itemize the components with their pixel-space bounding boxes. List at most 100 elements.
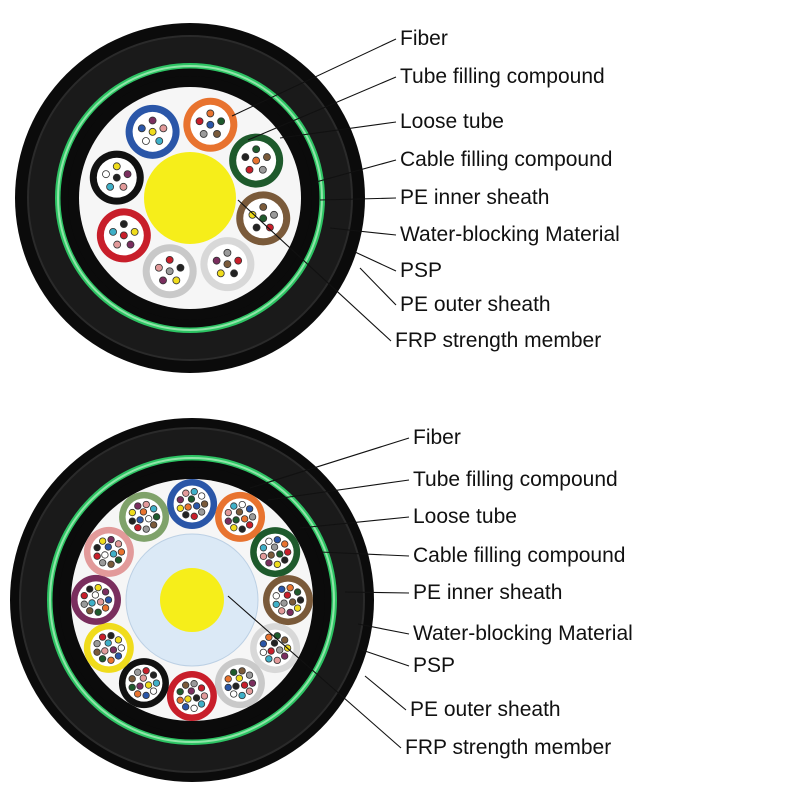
water-blocking-highlight: [57, 65, 323, 331]
loose-tube-blue: [167, 479, 218, 529]
fiber: [152, 513, 161, 521]
fiber: [198, 492, 206, 500]
fiber: [193, 502, 201, 510]
leader-line: [357, 623, 410, 635]
label-psp: PSP: [400, 259, 442, 282]
fiber: [107, 656, 115, 664]
fiber: [107, 560, 115, 568]
fiber: [273, 536, 281, 544]
fiber: [109, 550, 118, 558]
label-cable-filling-compound: Cable filling compound: [400, 148, 612, 171]
fiber: [148, 127, 157, 136]
fiber: [119, 182, 128, 191]
fiber: [101, 604, 110, 612]
fiber: [235, 674, 243, 682]
fiber: [119, 220, 128, 228]
fiber: [176, 696, 184, 704]
fiber: [98, 559, 107, 567]
fiber: [155, 137, 164, 145]
fiber: [134, 690, 142, 698]
fiber: [272, 592, 280, 600]
leader-line: [227, 595, 402, 749]
fiber: [281, 556, 289, 564]
loose-tube-white: [142, 244, 197, 299]
fiber: [134, 502, 142, 510]
label-pe-outer-sheath: PE outer sheath: [400, 293, 551, 316]
label-loose-tube: Loose tube: [400, 110, 504, 133]
fiber: [281, 652, 289, 660]
water-blocking-highlight: [49, 457, 335, 743]
fiber: [276, 550, 284, 558]
fiber: [206, 120, 215, 129]
fiber: [98, 537, 107, 545]
fiber: [252, 223, 261, 232]
fiber: [212, 256, 221, 265]
fiber: [159, 124, 168, 133]
label-pe-outer-sheath: PE outer sheath: [410, 698, 561, 721]
fiber: [276, 646, 284, 654]
fiber: [86, 585, 94, 593]
fiber: [94, 608, 102, 616]
fiber: [184, 503, 192, 511]
fiber: [248, 210, 257, 219]
label-fiber: Fiber: [413, 426, 461, 449]
fiber: [128, 683, 136, 692]
leader-line: [359, 267, 397, 306]
fiber: [182, 681, 190, 689]
fiber: [230, 690, 238, 698]
label-frp-strength-member: FRP strength member: [395, 329, 601, 352]
fiber: [176, 688, 184, 696]
fiber: [149, 671, 158, 679]
fiber: [259, 648, 268, 656]
fiber: [224, 683, 232, 692]
fiber: [273, 632, 281, 640]
fiber: [224, 517, 232, 525]
label-pe-inner-sheath: PE inner sheath: [413, 581, 562, 604]
leader-line: [319, 551, 410, 557]
fiber: [263, 153, 271, 161]
fiber: [187, 495, 196, 503]
fiber: [144, 681, 153, 689]
fiber: [128, 508, 136, 517]
fiber: [109, 227, 117, 236]
fiber: [101, 647, 109, 655]
fiber: [134, 668, 142, 676]
fiber: [142, 691, 150, 700]
fiber: [128, 675, 136, 683]
loose-tube-slate: [250, 623, 301, 674]
fiber: [217, 117, 226, 126]
leader-line: [344, 591, 410, 594]
loose-tube-black: [118, 658, 169, 709]
fiber: [149, 505, 158, 513]
fiber: [248, 679, 257, 687]
fiber: [234, 256, 243, 265]
fiber: [230, 524, 238, 532]
fiber: [197, 684, 206, 692]
fiber: [265, 633, 273, 641]
fiber: [293, 588, 302, 596]
fiber: [142, 500, 150, 509]
fiber: [148, 116, 157, 125]
fiber: [230, 269, 238, 278]
fiber: [270, 210, 278, 219]
label-tube-filling-compound: Tube filling compound: [400, 65, 605, 88]
fiber: [109, 646, 118, 654]
loose-tube-slate: [200, 237, 255, 292]
fiber: [232, 682, 240, 690]
fiber: [224, 675, 232, 683]
fiber: [270, 543, 279, 551]
fiber: [281, 540, 289, 548]
fiber: [241, 153, 250, 161]
fiber: [232, 516, 240, 524]
leader-line: [329, 227, 397, 236]
fiber: [98, 655, 107, 663]
fiber: [281, 636, 289, 644]
fiber: [98, 633, 107, 641]
fiber: [165, 267, 174, 276]
fiber: [273, 656, 281, 665]
fiber: [252, 156, 261, 165]
fiber: [136, 682, 144, 690]
fiber: [267, 647, 275, 655]
fiber: [272, 600, 280, 609]
fiber: [258, 165, 267, 174]
